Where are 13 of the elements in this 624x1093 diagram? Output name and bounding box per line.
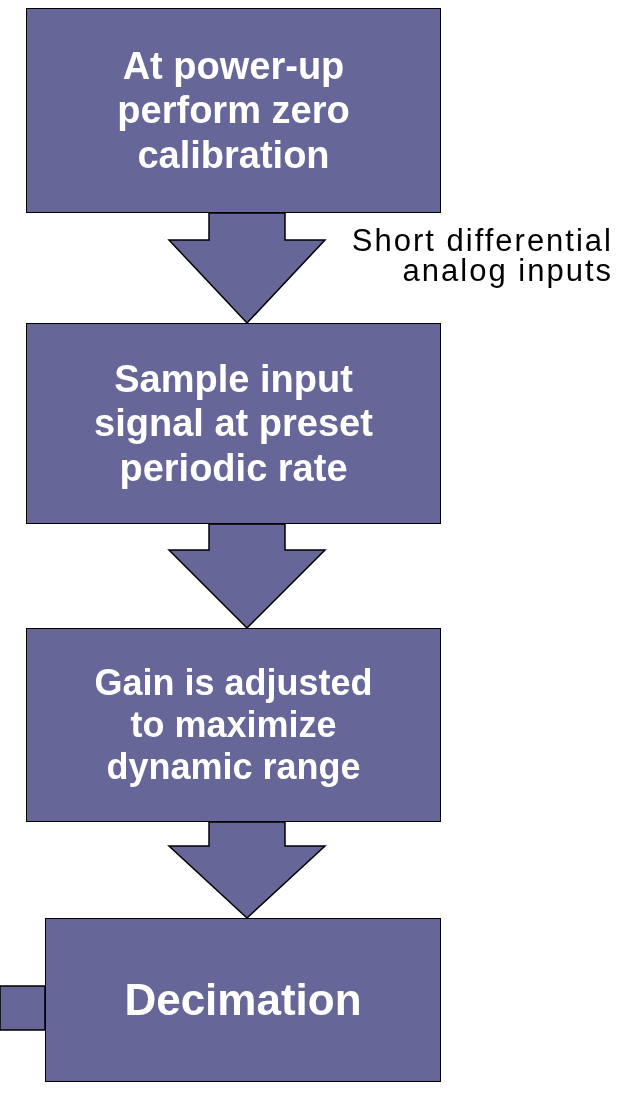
edge-label: Short differential analog inputs	[350, 226, 613, 286]
process-box	[26, 628, 441, 822]
process-text: Decimation	[123, 974, 363, 1026]
process-box	[26, 323, 441, 524]
process-box	[45, 918, 441, 1082]
process-box	[26, 8, 441, 213]
process-text: Sample input signal at preset periodic rate	[93, 357, 374, 490]
block-arrow	[167, 523, 327, 630]
process-text: Gain is adjusted to maximize dynamic range	[93, 662, 374, 788]
block-arrow	[167, 821, 327, 920]
block-arrow	[0, 985, 46, 1031]
block-arrow	[167, 212, 327, 325]
process-text: At power-up perform zero calibration	[116, 44, 351, 177]
